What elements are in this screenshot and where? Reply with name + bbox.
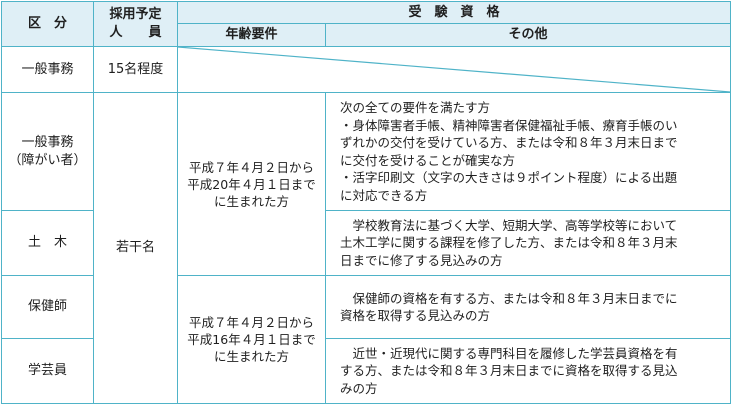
other-line: に対応できる方 — [340, 187, 428, 203]
header-exam-qualification: 受 験 資 格 — [176, 1, 731, 24]
category-text: 保健師 — [27, 299, 67, 314]
header-age-requirement-text: 年齢要件 — [225, 27, 278, 42]
category-text-line2: （障がい者） — [8, 152, 87, 168]
table-row: 保健師 平成７年４月２日から 平成16年４月１日まで に生まれた方 保健師の資格… — [1, 275, 731, 404]
other-line: 土木工学に関する課程を修了した方、または令和８年３月末 — [340, 235, 678, 251]
category-text: 土 木 — [27, 235, 67, 250]
other-requirements-cell: 学校教育法に基づく大学、短期大学、高等学校等において 土木工学に関する課程を修了… — [324, 210, 731, 276]
age-line: 平成20年４月１日まで — [187, 176, 316, 192]
other-requirements-cell: 次の全ての要件を満たす方 ・身体障害者手帳、精神障害者保健福祉手帳、療育手帳のい… — [324, 92, 731, 211]
recruit-cell: 15名程度 — [93, 46, 178, 93]
other-line: ・身体障害者手帳、精神障害者保健福祉手帳、療育手帳のい — [340, 117, 678, 133]
header-recruit-planned: 採用予定 人 員 — [93, 1, 178, 47]
other-line: 次の全ての要件を満たす方 — [340, 100, 491, 115]
age-line: に生まれた方 — [213, 349, 289, 364]
header-recruit-line1: 採用予定 — [109, 7, 162, 22]
other-requirements-cell: 近世・近現代に関する専門科目を履修した学芸員資格を有 する方、または令和８年３月… — [324, 338, 731, 404]
header-age-requirement: 年齢要件 — [177, 23, 326, 47]
header-category-text: 区 分 — [27, 16, 67, 31]
other-requirements-cell: 保健師の資格を有する方、または令和８年３月末日までに 資格を取得する見込みの方 — [324, 275, 731, 339]
category-cell: 保健師 — [1, 275, 94, 339]
header-other-text: その他 — [508, 27, 548, 42]
category-cell: 土 木 — [1, 210, 94, 276]
other-line: 学校教育法に基づく大学、短期大学、高等学校等において — [340, 217, 678, 233]
other-line: に交付を受けることが確実な方 — [340, 152, 516, 168]
not-applicable-cell — [176, 46, 731, 93]
table-row: 一般事務 （障がい者） 若干名 平成７年４月２日から 平成20年４月１日まで に… — [1, 92, 731, 404]
category-text: 学芸員 — [27, 363, 67, 378]
category-cell: 学芸員 — [1, 338, 94, 404]
table-row: 土 木 学校教育法に基づく大学、短期大学、高等学校等において 土木工学に関する課… — [1, 210, 731, 276]
header-exam-qualification-text: 受 験 資 格 — [408, 4, 500, 20]
header-recruit-line2: 人 員 — [109, 25, 162, 40]
age-line: に生まれた方 — [213, 193, 289, 209]
other-line: ずれかの交付を受けている方、または令和８年３月末日まで — [340, 135, 678, 150]
other-line: 資格を取得する見込みの方 — [340, 308, 491, 323]
other-line: 近世・近現代に関する専門科目を履修した学芸員資格を有 — [340, 345, 678, 361]
header-other: その他 — [324, 23, 731, 47]
recruit-text: 若干名 — [115, 240, 155, 255]
age-line: 平成７年４月２日から — [188, 315, 314, 330]
other-line: 日までに修了する見込みの方 — [340, 252, 503, 268]
table-row: 学芸員 近世・近現代に関する専門科目を履修した学芸員資格を有 する方、または令和… — [1, 338, 731, 404]
age-line: 平成７年４月２日から — [188, 159, 314, 175]
category-cell: 一般事務 （障がい者） — [1, 92, 94, 211]
other-line: みの方 — [340, 380, 378, 396]
category-text: 一般事務 — [21, 61, 74, 77]
age-requirement-cell: 平成７年４月２日から 平成20年４月１日まで に生まれた方 — [177, 92, 326, 276]
recruit-text: 15名程度 — [107, 61, 164, 77]
age-line: 平成16年４月１日まで — [187, 332, 316, 347]
category-cell: 一般事務 — [1, 46, 94, 93]
category-text-line1: 一般事務 — [21, 134, 74, 150]
other-line: 保健師の資格を有する方、または令和８年３月末日までに — [340, 290, 678, 306]
other-line: ・活字印刷文（文字の大きさは９ポイント程度）による出題 — [340, 170, 678, 185]
header-category: 区 分 — [1, 1, 94, 47]
diagonal-strike-line — [178, 47, 731, 92]
recruit-cell-shared: 若干名 — [93, 92, 178, 404]
age-requirement-cell: 平成７年４月２日から 平成16年４月１日まで に生まれた方 — [177, 275, 326, 404]
table-row: 一般事務 15名程度 — [1, 46, 731, 93]
other-line: する方、または令和８年３月末日までに資格を取得する見込 — [340, 363, 678, 379]
